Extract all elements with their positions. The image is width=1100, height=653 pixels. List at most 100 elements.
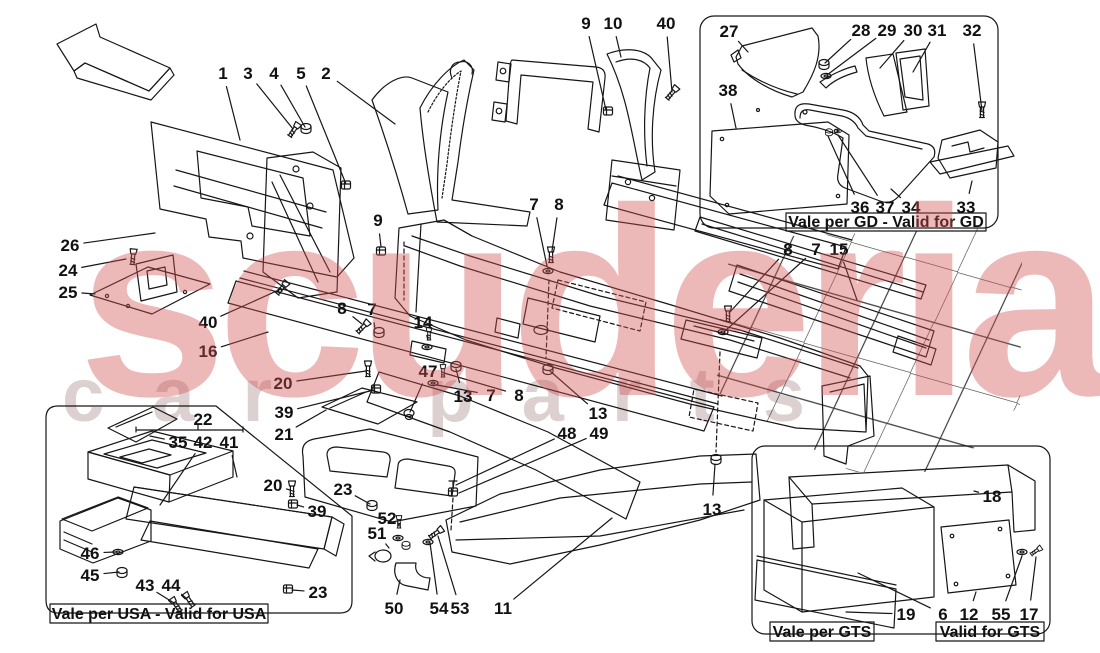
- callout-52: 52: [378, 509, 397, 528]
- callout-16: 16: [199, 342, 218, 361]
- leader-line-36: [827, 135, 855, 195]
- gts-parts-group: [754, 464, 1036, 629]
- callout-33: 33: [957, 198, 976, 217]
- leader-line-7: [436, 384, 478, 394]
- leader-line-7: [724, 257, 807, 332]
- callout-31: 31: [928, 21, 947, 40]
- leader-line-42: [159, 452, 196, 506]
- direction-arrow-icon: [56, 23, 175, 101]
- leader-line-8: [352, 316, 363, 325]
- callout-46: 46: [81, 544, 100, 563]
- leader-line-24: [81, 258, 127, 268]
- callout-12: 12: [960, 605, 979, 624]
- callout-38: 38: [719, 81, 738, 100]
- callout-35: 35: [169, 433, 188, 452]
- callout-40: 40: [199, 313, 218, 332]
- callout-43: 43: [136, 576, 155, 595]
- leader-line-8: [728, 258, 780, 314]
- leader-line-9: [588, 36, 607, 111]
- leader-line-32: [973, 43, 983, 112]
- leader-line-6: [857, 572, 931, 609]
- leader-line-44: [180, 593, 188, 600]
- leader-line-55: [1005, 555, 1023, 602]
- leader-line-8: [443, 372, 507, 392]
- callout-36: 36: [851, 198, 870, 217]
- callout-48: 48: [558, 424, 577, 443]
- leader-line-4: [280, 84, 306, 128]
- callout-11: 11: [494, 599, 512, 618]
- leader-line-3: [256, 83, 294, 130]
- callout-30: 30: [904, 21, 923, 40]
- fastener-glyphs: [112, 58, 1044, 614]
- callout-26: 26: [61, 236, 80, 255]
- leader-line-13: [712, 463, 716, 496]
- callout-54: 54: [430, 599, 449, 618]
- callout-27: 27: [720, 22, 739, 41]
- callout-17: 17: [1020, 605, 1039, 624]
- leader-line-40: [220, 288, 282, 317]
- gd-region-border: [699, 15, 999, 229]
- callout-15: 15: [830, 240, 849, 259]
- leader-line-21: [295, 409, 327, 428]
- leader-line-2: [336, 80, 396, 125]
- callout-13: 13: [454, 387, 473, 406]
- callout-41: 41: [220, 433, 239, 452]
- callout-47: 47: [419, 362, 438, 381]
- callout-13: 13: [589, 404, 608, 423]
- callout-20: 20: [264, 476, 283, 495]
- leader-line-9: [378, 233, 382, 248]
- checkered-flag-watermark: [716, 228, 1022, 472]
- callout-49: 49: [590, 424, 609, 443]
- callout-4: 4: [269, 64, 279, 83]
- part-console-tray-21: [301, 428, 479, 523]
- part-mount-bracket-25: [89, 254, 211, 315]
- leader-line-37: [837, 134, 878, 196]
- leader-line-7: [536, 217, 548, 267]
- leader-line-54: [429, 542, 438, 595]
- usa-region-label: Vale per USA - Valid for USA: [52, 606, 267, 623]
- leader-line-30: [879, 39, 905, 69]
- callout-23: 23: [334, 480, 353, 499]
- leader-line-33: [968, 180, 973, 194]
- callout-39: 39: [275, 403, 294, 422]
- gd-region-label: Vale per GD - Valid for GD: [788, 214, 984, 231]
- callout-32: 32: [963, 21, 982, 40]
- leader-line-7: [373, 322, 376, 330]
- callout-51: 51: [368, 524, 387, 543]
- callout-5: 5: [296, 64, 305, 83]
- leader-line-20: [285, 488, 291, 491]
- leader-line-8: [551, 217, 558, 252]
- callout-20: 20: [274, 374, 293, 393]
- leader-line-23: [354, 495, 371, 505]
- callout-40: 40: [657, 14, 676, 33]
- callout-55: 55: [992, 605, 1011, 624]
- callout-3: 3: [243, 64, 252, 83]
- leader-line-14: [426, 334, 429, 341]
- callout-8: 8: [554, 195, 563, 214]
- callout-53: 53: [451, 599, 470, 618]
- part-door-frame-10: [491, 49, 681, 231]
- gts-region-label-left: Vale per GTS: [773, 624, 872, 641]
- leader-line-40: [666, 36, 673, 93]
- leader-line-31: [912, 41, 931, 73]
- leader-line-45: [103, 571, 120, 575]
- part-latch-group: [368, 549, 431, 591]
- leader-line-53: [437, 535, 457, 596]
- leader-line-26: [83, 232, 156, 244]
- callout-28: 28: [852, 21, 871, 40]
- leader-line-1: [225, 85, 241, 141]
- leader-line-39: [296, 389, 375, 410]
- callout-6: 6: [938, 605, 947, 624]
- part-rear-sill-band: [603, 175, 853, 270]
- leader-line-49: [458, 437, 587, 494]
- leader-line-13: [549, 370, 589, 405]
- callout-1: 1: [218, 64, 227, 83]
- leader-line-11: [513, 517, 613, 600]
- leader-line-10: [615, 36, 622, 58]
- leader-line-17: [1030, 556, 1037, 601]
- leader-line-23: [291, 589, 305, 592]
- gts-region-label-right: Valid for GTS: [940, 624, 1041, 641]
